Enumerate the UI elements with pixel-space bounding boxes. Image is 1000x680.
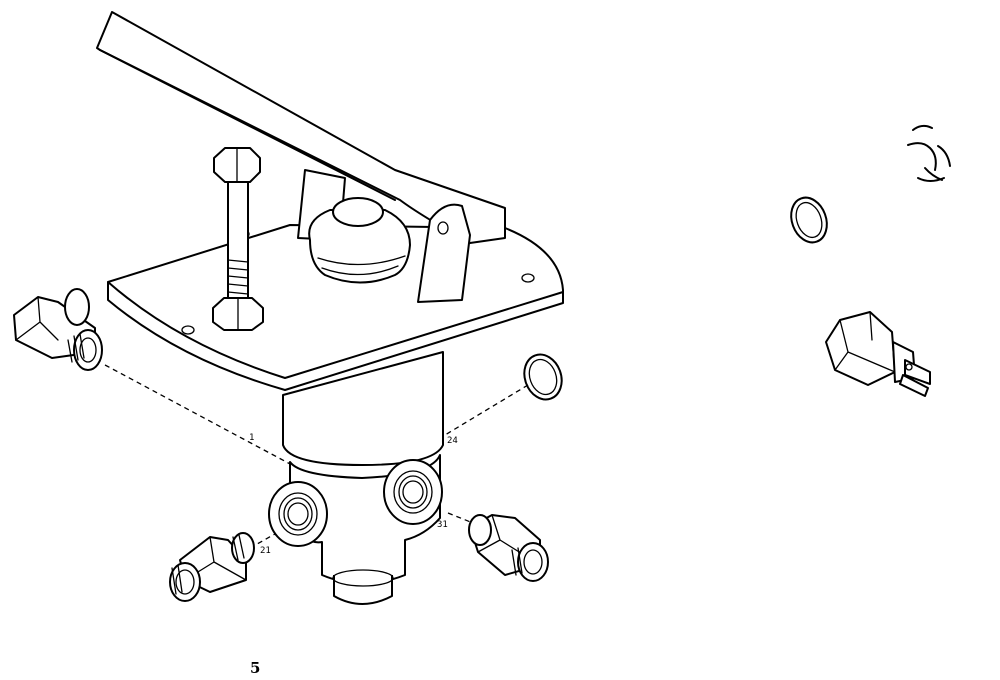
o-ring-switch bbox=[790, 196, 828, 244]
fitting-port-31 bbox=[468, 514, 549, 582]
spring-clip bbox=[907, 124, 951, 182]
port-label-1: 1 bbox=[249, 433, 254, 443]
fitting-port-21 bbox=[169, 532, 255, 602]
port-label-21: 21 bbox=[260, 546, 271, 556]
o-ring-body bbox=[523, 353, 563, 401]
elbow-fitting-left bbox=[13, 288, 103, 371]
valve-body bbox=[268, 351, 444, 605]
port-label-31: 31 bbox=[437, 520, 448, 530]
port-label-24: 24 bbox=[447, 436, 458, 446]
pressure-switch bbox=[825, 311, 931, 397]
adjust-bolt bbox=[212, 147, 264, 331]
port-boss-left bbox=[268, 481, 328, 547]
pedal-assembly bbox=[96, 11, 506, 303]
port-boss-right bbox=[383, 459, 443, 525]
figure-number: 5 bbox=[250, 659, 260, 677]
